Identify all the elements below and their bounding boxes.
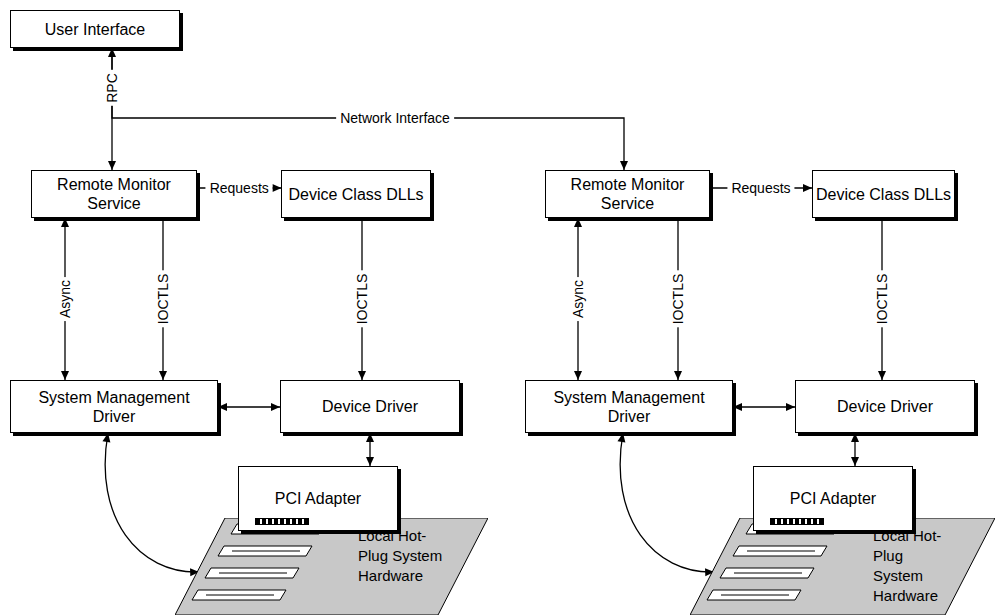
slot-groove (721, 595, 789, 596)
arrow-head (574, 371, 582, 380)
node-text: System Management Driver (32, 388, 197, 426)
arrow-head (620, 161, 628, 170)
edge-label: Requests (727, 180, 794, 196)
slot-groove (760, 529, 828, 530)
slot-groove (747, 551, 815, 552)
driver-box: Device Driver (280, 380, 460, 433)
edge-label: Network Interface (336, 110, 454, 126)
expansion-slot (205, 568, 299, 578)
edge-label: IOCTLS (874, 271, 890, 328)
arrow-head (574, 218, 582, 227)
node-text: System Management Driver (547, 388, 712, 426)
slot-groove (219, 573, 287, 574)
edge-label: Requests (206, 180, 273, 196)
node-text: Device Driver (322, 397, 418, 416)
expansion-slot (746, 524, 840, 534)
arrow-head (271, 403, 280, 411)
arrow-head (61, 218, 69, 227)
node-text: Device Class DLLs (288, 185, 423, 204)
arrow-head (878, 371, 886, 380)
service-box: Remote Monitor Service (545, 170, 710, 218)
arrow-head (617, 433, 625, 443)
edge-label: Async (57, 277, 73, 321)
expansion-slot (707, 590, 801, 600)
expansion-slot (192, 590, 286, 600)
edge-label: IOCTLS (155, 271, 171, 328)
expansion-slot (720, 568, 814, 578)
service-box: Remote Monitor Service (31, 170, 197, 218)
connector (733, 406, 795, 407)
slot-groove (245, 529, 313, 530)
arrow-head (102, 433, 110, 443)
node-text: Device Driver (837, 397, 933, 416)
expansion-slot (218, 546, 312, 556)
node-text: Local Hot-Plug System Hardware (873, 526, 953, 606)
node-text: Remote Monitor Service (32, 175, 196, 213)
arrow-head (218, 403, 227, 411)
driver-box: System Management Driver (525, 380, 733, 433)
arrow-head (272, 184, 281, 192)
dll-box: Device Class DLLs (812, 170, 955, 218)
connector (105, 433, 199, 572)
arrow-head (159, 371, 167, 380)
arrow-head (366, 457, 374, 466)
node-text: Local Hot-Plug System Hardware (358, 526, 443, 586)
connector (620, 433, 714, 572)
arrow-head (786, 403, 795, 411)
adapter-box: PCI Adapter (238, 466, 398, 531)
arrow-head (733, 403, 742, 411)
connector (112, 48, 624, 170)
slot-groove (734, 573, 802, 574)
adapter-box: PCI Adapter (753, 466, 913, 531)
driver-box: System Management Driver (10, 380, 218, 433)
edge-label: IOCTLS (670, 271, 686, 328)
node-text: PCI Adapter (790, 489, 876, 508)
edge-label: RPC (104, 70, 120, 106)
edge-label: IOCTLS (354, 271, 370, 328)
arrow-head (851, 433, 859, 442)
connector (218, 406, 280, 407)
hardware-plate: Local Hot-Plug System Hardware (175, 518, 488, 615)
plate-outline (175, 518, 488, 615)
pin-strip (255, 518, 309, 525)
arrow-head (803, 184, 812, 192)
arrow-head (674, 371, 682, 380)
plate-shape (175, 518, 488, 615)
hardware-plate: Local Hot-Plug System Hardware (690, 518, 995, 615)
arrow-head (851, 457, 859, 466)
arrow-head (366, 433, 374, 442)
edge-label: Async (570, 277, 586, 321)
node-text: Device Class DLLs (816, 185, 951, 204)
expansion-slot (231, 524, 325, 534)
driver-box: Device Driver (795, 380, 975, 433)
slot-groove (206, 595, 274, 596)
node-text: PCI Adapter (275, 489, 361, 508)
node-text: Remote Monitor Service (546, 175, 709, 213)
plate-shape (690, 518, 995, 615)
interface-box: User Interface (10, 10, 180, 48)
pin-strip (770, 518, 824, 525)
dll-box: Device Class DLLs (281, 170, 430, 218)
arrow-head (108, 161, 116, 170)
slot-groove (232, 551, 300, 552)
expansion-slot (733, 546, 827, 556)
node-text: User Interface (45, 20, 145, 39)
arrow-head (61, 371, 69, 380)
plate-outline (690, 518, 995, 615)
arrow-head (358, 371, 366, 380)
